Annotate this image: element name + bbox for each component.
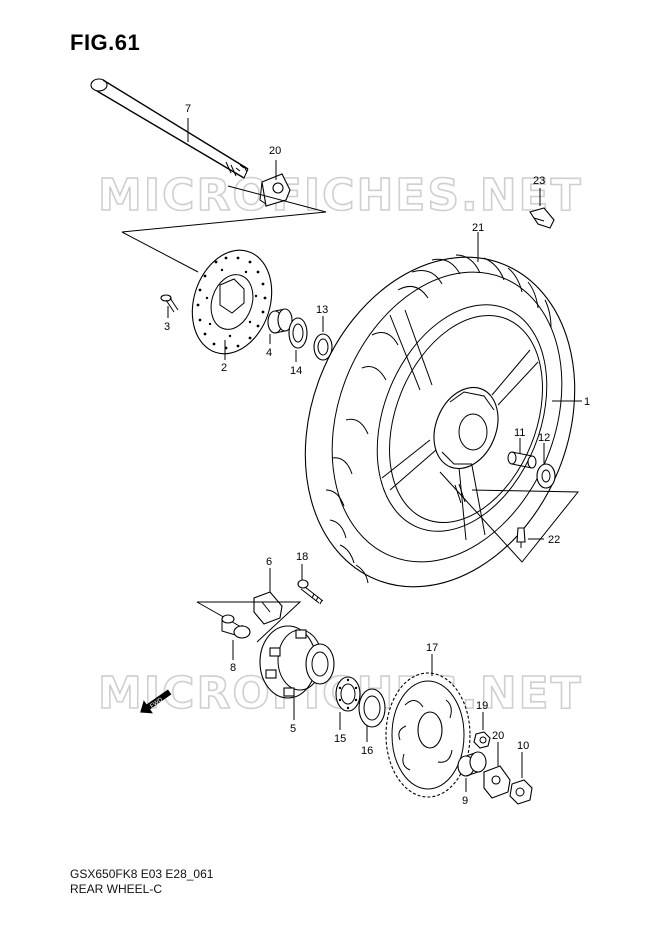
- callout-3: 3: [164, 321, 170, 333]
- callout-17: 17: [426, 642, 438, 654]
- wheel-spacer-part-11: [507, 451, 537, 469]
- sprocket-nut: [473, 731, 491, 749]
- sprocket-stud: [221, 614, 251, 639]
- callout-7: 7: [185, 103, 191, 115]
- axle-nut: [509, 779, 533, 805]
- callout-20-bottom: 20: [492, 730, 504, 742]
- callout-19: 19: [476, 700, 488, 712]
- chain-adjuster-left: [259, 173, 291, 207]
- callout-12: 12: [538, 432, 550, 444]
- callout-5: 5: [290, 723, 296, 735]
- callout-2: 2: [221, 362, 227, 374]
- callout-4: 4: [266, 347, 272, 359]
- callout-8: 8: [230, 662, 236, 674]
- disc-bolt: [160, 294, 179, 313]
- model-code: GSX650FK8 E03 E28_061: [70, 867, 214, 881]
- callout-1: 1: [584, 396, 590, 408]
- brake-disc: [191, 249, 273, 355]
- callout-20-top: 20: [269, 145, 281, 157]
- callout-10: 10: [517, 740, 529, 752]
- callout-6: 6: [266, 556, 272, 568]
- callout-labels: 7 20 23 21 3 13 4 14 2 1 11 12 22 6 18 8…: [164, 103, 590, 807]
- reference-line-axle: [121, 185, 327, 233]
- oil-seal-part-16: [358, 688, 386, 728]
- sprocket-drum: [259, 625, 335, 699]
- section-name: REAR WHEEL-C: [70, 882, 163, 896]
- figure-title: FIG.61: [70, 30, 141, 55]
- bearing-part-12: [536, 463, 556, 489]
- spacer-part-4: [267, 308, 293, 334]
- callout-15: 15: [334, 733, 346, 745]
- clip-part-23: [529, 207, 555, 229]
- callout-11: 11: [514, 427, 525, 439]
- rear-wheel-tire: [304, 254, 576, 588]
- cush-damper: [253, 591, 283, 625]
- callout-23: 23: [533, 175, 545, 187]
- tire-valve: [516, 527, 526, 548]
- watermark-top: MICROFICHES.NET: [98, 170, 583, 221]
- bearing-part-15: [335, 676, 361, 712]
- rear-sprocket: [385, 672, 471, 798]
- sprocket-mount-bolt: [297, 579, 324, 605]
- bearing-part-13: [313, 333, 333, 361]
- callout-18: 18: [296, 551, 308, 563]
- oil-seal: [288, 317, 308, 349]
- spacer-part-9: [457, 751, 487, 777]
- reference-line-disc: [121, 231, 199, 273]
- callout-22: 22: [548, 534, 560, 546]
- reference-line-hub: [197, 601, 302, 643]
- callout-21: 21: [472, 222, 484, 234]
- callout-9: 9: [462, 795, 468, 807]
- callout-14: 14: [290, 365, 302, 377]
- callout-16: 16: [361, 745, 373, 757]
- rear-axle: [90, 78, 249, 179]
- reference-line-wheel: [439, 471, 580, 563]
- callout-13: 13: [316, 304, 328, 316]
- chain-adjuster-right: [483, 765, 511, 799]
